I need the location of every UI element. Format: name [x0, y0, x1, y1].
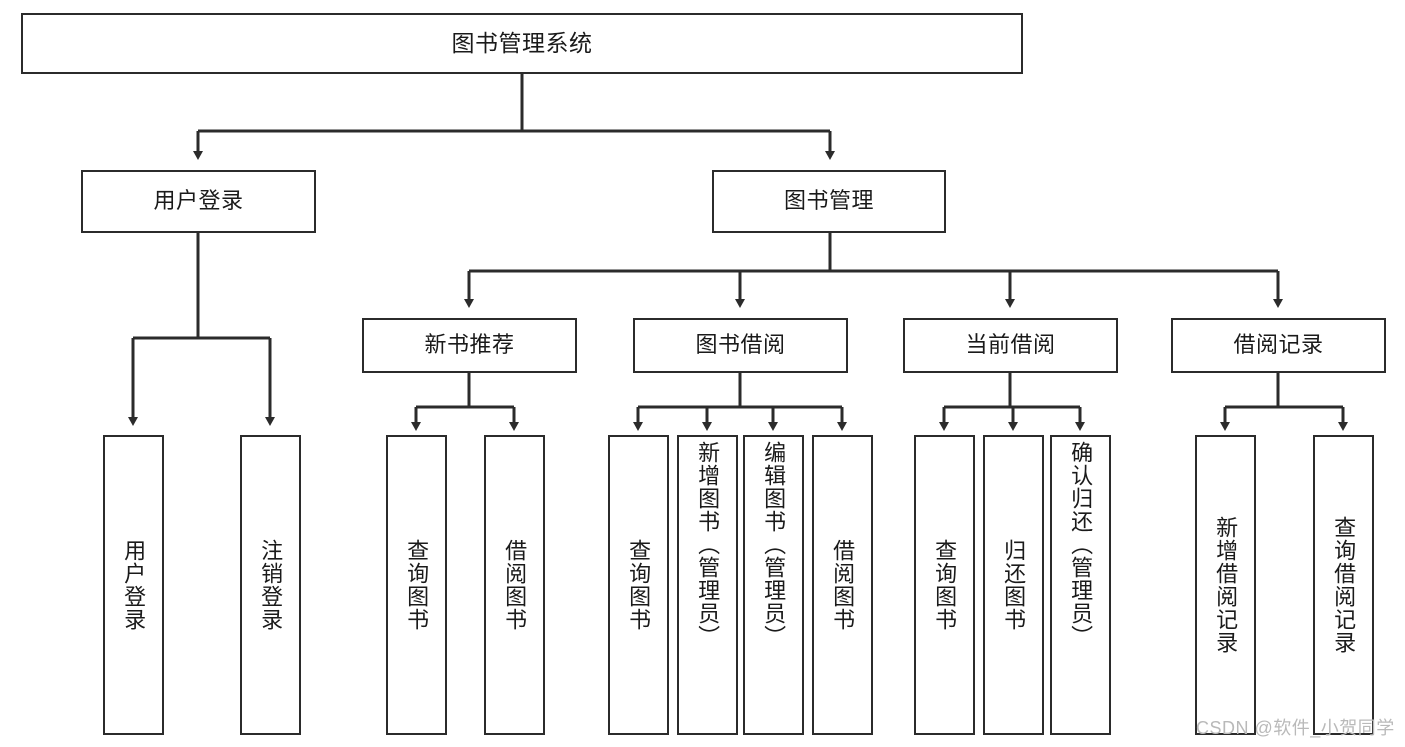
node-label: 归还图书 [1001, 539, 1027, 631]
leaf-current-borrow-query-books[interactable]: 查询图书 [914, 435, 975, 735]
node-label: 图书借阅 [695, 332, 786, 358]
node-label: 图书管理 [783, 188, 874, 214]
leaf-book-borrow-borrow-books[interactable]: 借阅图书 [812, 435, 873, 735]
node-label: 确认归还（管理员） [1068, 441, 1094, 648]
node-label: 借阅记录 [1233, 332, 1324, 358]
leaf-book-borrow-query-books[interactable]: 查询图书 [608, 435, 669, 735]
node-label: 新书推荐 [424, 332, 515, 358]
node-label: 查询图书 [626, 539, 652, 631]
node-current-borrowing[interactable]: 当前借阅 [903, 318, 1118, 373]
node-label: 借阅图书 [830, 539, 856, 631]
node-label: 用户登录 [121, 539, 147, 631]
node-new-book-recommendation[interactable]: 新书推荐 [362, 318, 577, 373]
leaf-new-book-borrow-books[interactable]: 借阅图书 [484, 435, 545, 735]
node-label: 查询图书 [932, 539, 958, 631]
node-label: 图书管理系统 [451, 29, 593, 56]
node-root-book-management-system[interactable]: 图书管理系统 [21, 13, 1023, 74]
leaf-book-borrow-add-book-admin[interactable]: 新增图书（管理员） [677, 435, 738, 735]
node-book-borrowing[interactable]: 图书借阅 [633, 318, 848, 373]
node-label: 注销登录 [258, 539, 284, 631]
leaf-new-book-query-books[interactable]: 查询图书 [386, 435, 447, 735]
node-label: 查询借阅记录 [1331, 516, 1357, 654]
node-label: 查询图书 [404, 539, 430, 631]
leaf-book-borrow-edit-book-admin[interactable]: 编辑图书（管理员） [743, 435, 804, 735]
node-label: 用户登录 [153, 188, 244, 214]
node-book-management[interactable]: 图书管理 [712, 170, 946, 233]
node-borrowing-records[interactable]: 借阅记录 [1171, 318, 1386, 373]
leaf-borrow-record-query-record[interactable]: 查询借阅记录 [1313, 435, 1374, 735]
node-label: 新增图书（管理员） [695, 441, 721, 648]
watermark-text: CSDN @软件_小贺同学 [1196, 718, 1395, 738]
leaf-current-borrow-confirm-return-admin[interactable]: 确认归还（管理员） [1050, 435, 1111, 735]
node-user-login[interactable]: 用户登录 [81, 170, 316, 233]
leaf-borrow-record-add-record[interactable]: 新增借阅记录 [1195, 435, 1256, 735]
leaf-current-borrow-return-books[interactable]: 归还图书 [983, 435, 1044, 735]
leaf-user-login-login[interactable]: 用户登录 [103, 435, 164, 735]
node-label: 新增借阅记录 [1213, 516, 1239, 654]
node-label: 当前借阅 [965, 332, 1056, 358]
node-label: 编辑图书（管理员） [761, 441, 787, 648]
leaf-user-login-logout[interactable]: 注销登录 [240, 435, 301, 735]
node-label: 借阅图书 [502, 539, 528, 631]
